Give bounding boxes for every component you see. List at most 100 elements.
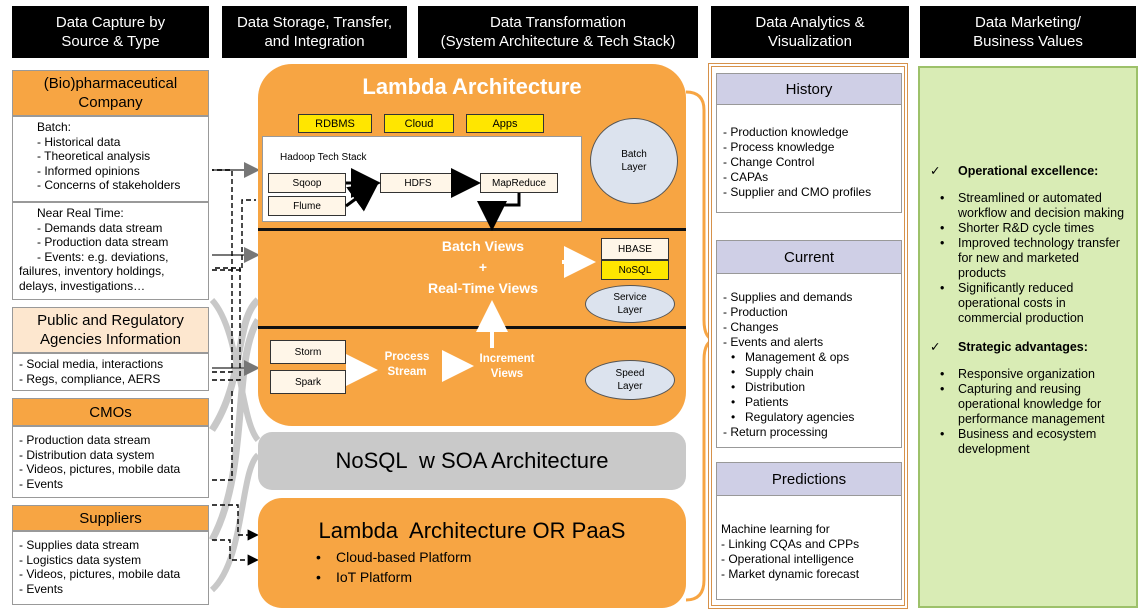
list-item-continuation: failures, inventory holdings, bbox=[19, 264, 165, 278]
input-cloud: Cloud bbox=[384, 114, 454, 133]
suppliers-title: Suppliers bbox=[12, 505, 209, 531]
header-data-analytics: Data Analytics & Visualization bbox=[711, 6, 909, 58]
list-item: Change Control bbox=[723, 155, 901, 170]
cmos-box: Production data stream Distribution data… bbox=[12, 426, 209, 498]
hadoop-stack-label: Hadoop Tech Stack bbox=[280, 152, 367, 163]
list-item: Changes bbox=[723, 320, 901, 335]
current-section: Current Supplies and demands Production … bbox=[716, 240, 902, 448]
list-item: Significantly reduced operational costs … bbox=[930, 281, 1128, 326]
pharma-company-title: (Bio)pharmaceutical Company bbox=[12, 70, 209, 116]
paas-title: Lambda Architecture OR PaaS bbox=[318, 518, 626, 543]
list-item: Responsive organization bbox=[930, 367, 1128, 382]
list-item: CAPAs bbox=[723, 170, 901, 185]
list-item: Production bbox=[723, 305, 901, 320]
speed-layer-ellipse: Speed Layer bbox=[585, 360, 675, 400]
header-data-storage: Data Storage, Transfer, and Integration bbox=[222, 6, 407, 58]
predictions-list: Machine learning for Linking CQAs and CP… bbox=[717, 496, 901, 582]
list-item: Production data stream bbox=[19, 235, 202, 250]
list-item: Events bbox=[19, 477, 202, 492]
arrow-mapreduce-views bbox=[477, 193, 521, 231]
hbase-node: HBASE bbox=[601, 238, 669, 260]
list-item: Events bbox=[19, 582, 202, 597]
dashed-connector bbox=[212, 390, 233, 481]
cmos-title: CMOs bbox=[12, 398, 209, 426]
list-item: Capturing and reusing operational knowle… bbox=[930, 382, 1128, 427]
strategic-advantages-heading: Strategic advantages: bbox=[930, 340, 1128, 355]
predictions-intro: Machine learning for bbox=[721, 522, 830, 536]
list-item: Informed opinions bbox=[19, 164, 202, 179]
operational-excellence-heading: Operational excellence: bbox=[930, 164, 1128, 179]
list-item: Social media, interactions bbox=[19, 357, 202, 372]
list-item: Supplies and demands bbox=[723, 290, 901, 305]
list-item: Streamlined or automated workflow and de… bbox=[930, 191, 1128, 221]
list-item: Demands data stream bbox=[19, 221, 202, 236]
list-item: Operational intelligence bbox=[721, 552, 901, 567]
list-item: Supplies data stream bbox=[19, 538, 202, 553]
dashed-connector bbox=[212, 169, 233, 373]
node-spark: Spark bbox=[270, 370, 346, 394]
list-item: Market dynamic forecast bbox=[721, 567, 901, 582]
list-item: Return processing bbox=[723, 425, 901, 440]
current-list: Supplies and demands Production Changes … bbox=[717, 274, 901, 440]
paas-block bbox=[258, 498, 686, 608]
business-panel: Operational excellence: Streamlined or a… bbox=[918, 66, 1138, 608]
sub-item: Supply chain bbox=[723, 365, 901, 380]
public-agencies-box: Social media, interactions Regs, complia… bbox=[12, 353, 209, 391]
layer-divider bbox=[258, 228, 686, 231]
input-rdbms: RDBMS bbox=[298, 114, 372, 133]
service-layer-ellipse: Service Layer bbox=[585, 285, 675, 323]
arrow-flume-hdfs bbox=[345, 181, 380, 212]
process-stream-label: Process Stream bbox=[384, 351, 430, 378]
dashed-connector bbox=[212, 539, 259, 566]
list-item: Production knowledge bbox=[723, 125, 901, 140]
input-apps: Apps bbox=[466, 114, 544, 133]
current-title: Current bbox=[717, 241, 901, 274]
lambda-architecture-title: Lambda Architecture bbox=[362, 74, 582, 99]
predictions-section: Predictions Machine learning for Linking… bbox=[716, 462, 902, 600]
flow-curve bbox=[209, 452, 261, 593]
list-item: Regs, compliance, AERS bbox=[19, 372, 202, 387]
list-item: Distribution data system bbox=[19, 448, 202, 463]
list-item: Production data stream bbox=[19, 433, 202, 448]
list-item: Videos, pictures, mobile data bbox=[19, 462, 202, 477]
suppliers-box: Supplies data stream Logistics data syst… bbox=[12, 531, 209, 605]
increment-views-label: Increment Views bbox=[479, 353, 535, 380]
pharma-batch-title: Batch: bbox=[37, 120, 72, 134]
sub-item: Patients bbox=[723, 395, 901, 410]
flow-curve bbox=[208, 318, 262, 542]
node-flume: Flume bbox=[268, 196, 346, 216]
pharma-batch-box: Batch: Historical data Theoretical analy… bbox=[12, 116, 209, 202]
batch-layer-ellipse: Batch Layer bbox=[590, 118, 678, 204]
flow-curve bbox=[209, 297, 261, 443]
list-item: Concerns of stakeholders bbox=[19, 178, 202, 193]
list-item: Events: e.g. deviations, bbox=[19, 250, 202, 265]
paas-item-iot: IoT Platform bbox=[336, 569, 412, 585]
header-data-transformation: Data Transformation (System Architecture… bbox=[418, 6, 698, 58]
history-list: Production knowledge Process knowledge C… bbox=[717, 105, 901, 200]
header-business-values: Data Marketing/ Business Values bbox=[920, 6, 1136, 58]
sub-item: Regulatory agencies bbox=[723, 410, 901, 425]
sub-item: Management & ops bbox=[723, 350, 901, 365]
list-item: Supplier and CMO profiles bbox=[723, 185, 901, 200]
list-item: Improved technology transfer for new and… bbox=[930, 236, 1128, 281]
list-item: Videos, pictures, mobile data bbox=[19, 567, 202, 582]
nosql-node: NoSQL bbox=[601, 260, 669, 280]
views-label: Batch Views + Real-Time Views bbox=[428, 238, 538, 296]
list-item: Shorter R&D cycle times bbox=[930, 221, 1128, 236]
list-item: Process knowledge bbox=[723, 140, 901, 155]
list-item-continuation: delays, investigations… bbox=[19, 278, 146, 293]
list-item: Theoretical analysis bbox=[19, 149, 202, 164]
header-data-capture: Data Capture by Source & Type bbox=[12, 6, 209, 58]
pharma-nrt-box: Near Real Time: Demands data stream Prod… bbox=[12, 202, 209, 300]
dashed-connector bbox=[212, 199, 256, 271]
layer-divider bbox=[258, 326, 686, 329]
node-storm: Storm bbox=[270, 340, 346, 364]
history-title: History bbox=[717, 74, 901, 105]
list-item: Business and ecosystem development bbox=[930, 427, 1128, 457]
flow-curve bbox=[209, 297, 261, 432]
paas-item-cloud: Cloud-based Platform bbox=[336, 549, 472, 565]
history-section: History Production knowledge Process kno… bbox=[716, 73, 902, 213]
dashed-connector bbox=[212, 267, 241, 381]
list-item: Logistics data system bbox=[19, 553, 202, 568]
